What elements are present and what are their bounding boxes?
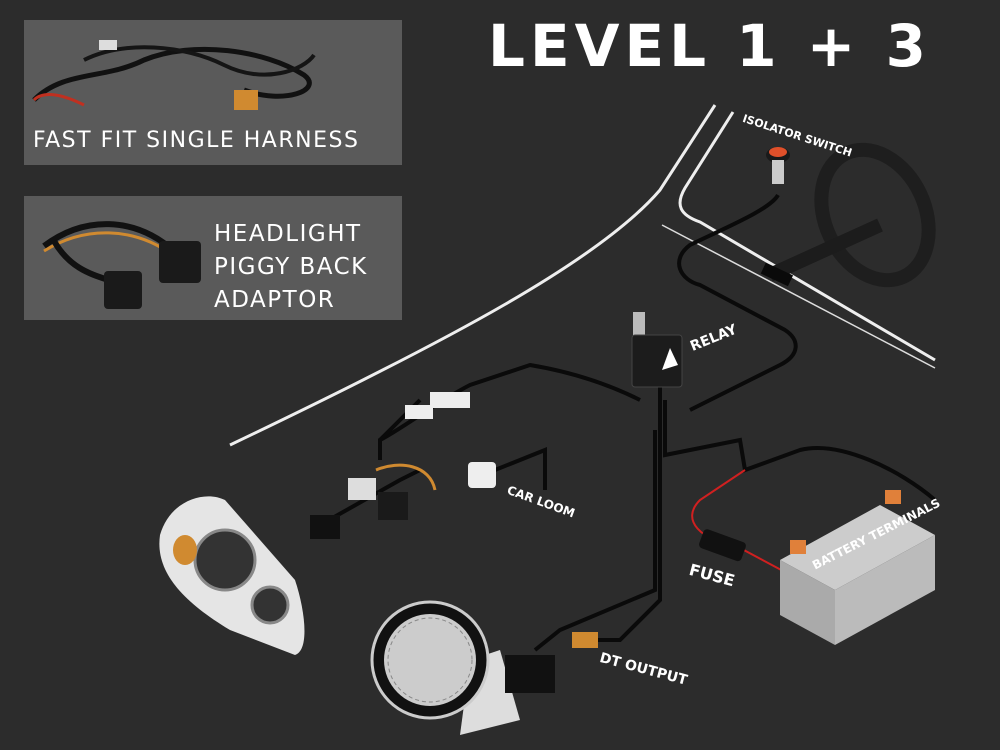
fuse-icon [699, 529, 746, 562]
isolator-switch-icon [766, 147, 790, 184]
headlight-icon [159, 496, 305, 655]
adaptor-label: HEADLIGHT PIGGY BACK ADAPTOR [214, 221, 368, 313]
piggyback-connector-icon [348, 463, 437, 520]
product-card-harness: FAST FIT SINGLE HARNESS [24, 20, 402, 165]
dt-connector-icon [505, 632, 598, 693]
product-card-adaptor: HEADLIGHT PIGGY BACK ADAPTOR [24, 196, 402, 320]
connector-white-icon [405, 392, 470, 419]
steering-wheel-icon [760, 142, 936, 288]
harness-label: FAST FIT SINGLE HARNESS [33, 128, 360, 153]
inline-connector-icon [310, 515, 340, 539]
car-loom-connector-icon [468, 462, 496, 488]
windshield-outline [678, 111, 936, 362]
harness-image [32, 40, 316, 110]
page-title: LEVEL 1 + 3 [488, 12, 931, 80]
relay-icon [631, 312, 683, 388]
dashboard-outline [229, 104, 717, 447]
battery-icon [780, 490, 935, 645]
adaptor-image [42, 221, 201, 309]
driving-light-icon [370, 600, 520, 735]
